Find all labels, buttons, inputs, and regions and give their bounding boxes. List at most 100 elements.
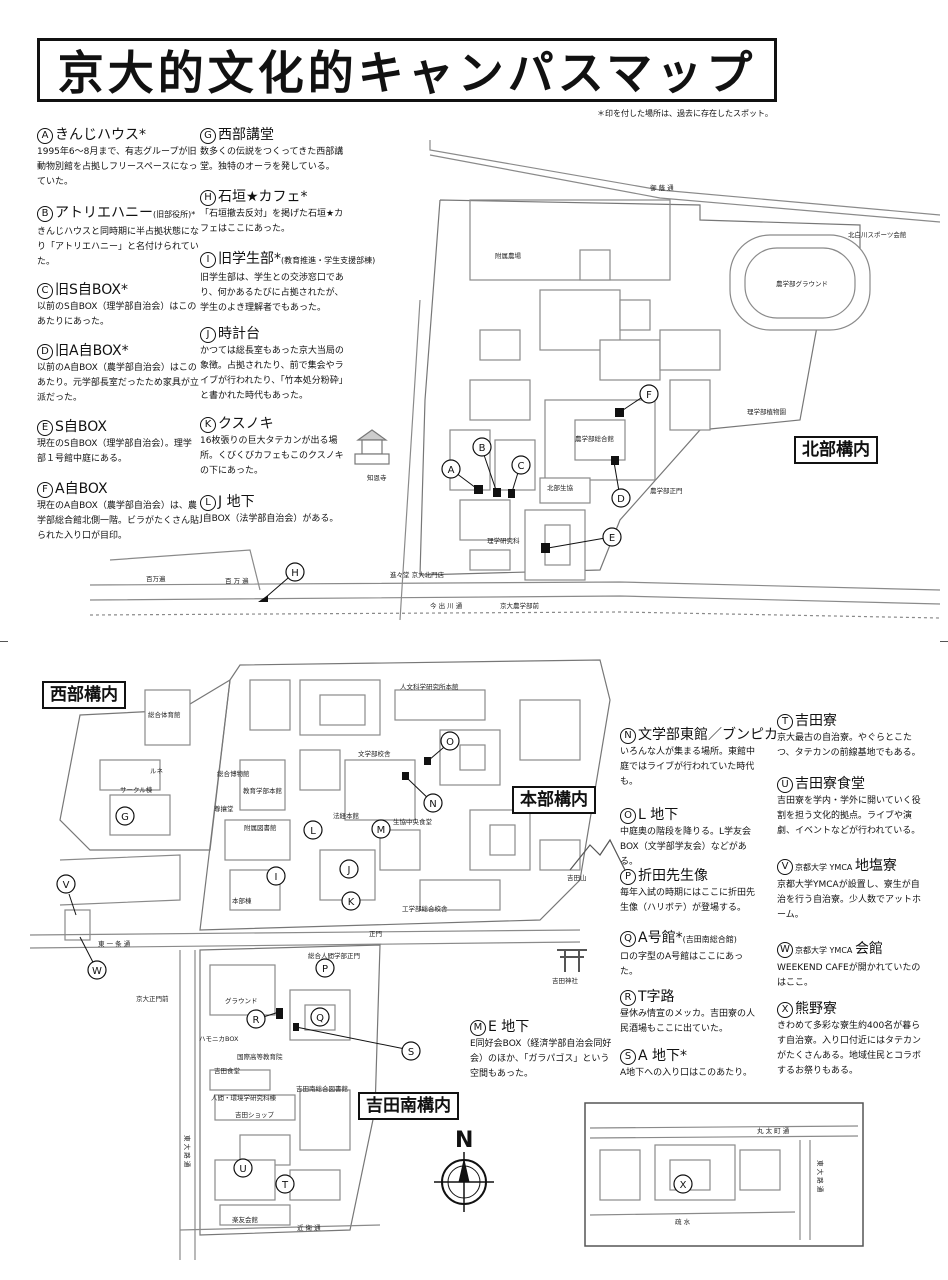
legend-description: 数多くの伝説をつくってきた西部講堂。独特のオーラを発している。: [200, 147, 344, 172]
map-circle-c: [511, 455, 531, 475]
legend-sub: (教育推進・学生支援部棟): [281, 256, 376, 265]
north-road-imadegawa: [89, 581, 941, 591]
marker-b: [493, 488, 501, 497]
legend-name: 旧S自BOX*: [55, 282, 128, 298]
map-circle-x: [673, 1174, 693, 1194]
label-seimon: 正門: [369, 930, 382, 938]
legend-letter: K: [200, 417, 216, 433]
label-rakuyu: 楽友会館: [232, 1215, 259, 1224]
legend-description: きわめて多彩な寮生約400名が暮らす自治寮。入り口付近にはタテカンがたくさんある…: [777, 1021, 922, 1076]
legend-name: S自BOX: [55, 419, 107, 435]
legend-name: A 地下*: [638, 1048, 688, 1064]
legend-description: A地下への入り口はこのあたり。: [620, 1068, 752, 1078]
map-circle-n: [423, 793, 443, 813]
legend-name: アトリエハニー: [55, 205, 153, 221]
map-circle-o: [440, 731, 460, 751]
legend-name: 吉田寮食堂: [795, 776, 865, 792]
svg-text:A: A: [448, 465, 455, 476]
svg-text:W: W: [92, 966, 102, 977]
legend-letter: D: [37, 344, 53, 360]
legend-name: 会館: [854, 941, 883, 957]
legend-description: 旧学生部は、学生との交渉窓口であり、何かあるたびに占拠されたが、学生のよき理解者…: [200, 273, 344, 313]
label-mikage: 御 蔭 通: [650, 183, 674, 192]
label-higashiichijo: 東 一 条 通: [98, 939, 131, 948]
legend-description: E同好会BOX（経済学部自治会同好会）のほか、「ガラパゴス」という空間もあった。: [470, 1039, 612, 1079]
legend-letter: H: [200, 190, 216, 206]
svg-text:M: M: [377, 825, 386, 836]
svg-text:S: S: [408, 1047, 414, 1058]
svg-text:G: G: [121, 812, 129, 823]
legend-letter: G: [200, 128, 216, 144]
legend-letter: E: [37, 420, 53, 436]
legend-name: 熊野寮: [795, 1001, 837, 1017]
svg-text:C: C: [518, 461, 525, 472]
label-seimonmae: 京大正門前: [136, 994, 169, 1003]
map-circle-v: [56, 874, 76, 894]
svg-text:T: T: [281, 1180, 289, 1191]
label-temple: 知恩寺: [367, 473, 387, 482]
svg-text:O: O: [446, 737, 454, 748]
svg-text:V: V: [63, 880, 70, 891]
torii-icon: [557, 949, 587, 972]
legend-name: A自BOX: [55, 481, 108, 497]
svg-text:K: K: [348, 897, 355, 908]
map-circle-m: [371, 819, 391, 839]
title-box: 京大的文化的キャンパスマップ: [37, 38, 777, 102]
label-kokusai: 国際高等教育院: [237, 1052, 283, 1061]
legend-letter: I: [200, 252, 216, 268]
label-kankyo: 人間・環境学研究科棟: [211, 1093, 277, 1102]
legend-letter: X: [777, 1002, 793, 1018]
label-shokudo: 吉田食堂: [214, 1066, 241, 1075]
legend-name: 石垣★カフェ*: [218, 189, 308, 205]
label-jinbun: 人文科学研究所本館: [400, 682, 459, 691]
map-circle-p: [315, 958, 335, 978]
marker-e: [541, 543, 550, 553]
svg-text:P: P: [322, 964, 328, 975]
map-circle-q: [310, 1007, 330, 1027]
page-title: 京大的文化的キャンパスマップ: [57, 46, 757, 100]
label-shinshindo: 進々堂 京大北門店: [390, 570, 445, 579]
legend-name: 折田先生像: [638, 868, 708, 884]
road-konoe: [179, 1224, 381, 1231]
legend-name: 地塩寮: [854, 858, 897, 874]
legend-description: 以前のS自BOX（理学部自治会）はこのあたりにあった。: [37, 302, 197, 327]
map-circle-g: [115, 806, 135, 826]
compass-icon: N: [434, 1128, 494, 1212]
legend-letter: M: [470, 1020, 486, 1036]
area-north: 北部構内: [794, 436, 878, 464]
legend-name: きんじハウス*: [55, 127, 146, 143]
mountain-icon: [569, 838, 626, 871]
map-circle-l: [303, 820, 323, 840]
legend-description: きんじハウスと同時期に半占拠状態になり「アトリエハニー」と名付けられていた。: [37, 227, 200, 267]
legend-name: L 地下: [638, 807, 679, 823]
north-road-mikage: [429, 140, 941, 216]
label-bungakubu: 文学部校舎: [358, 749, 391, 758]
label-sogo-museum: 総合博物館: [217, 769, 250, 778]
legend-description: 「石垣撤去反対」を掲げた石垣★カフェはここにあった。: [200, 209, 344, 234]
label-south-ground: グラウンド: [225, 996, 258, 1005]
legend-description: J自BOX（法学部自治会）がある。: [200, 514, 339, 524]
label-ebisu: 疏 水: [675, 1217, 691, 1226]
